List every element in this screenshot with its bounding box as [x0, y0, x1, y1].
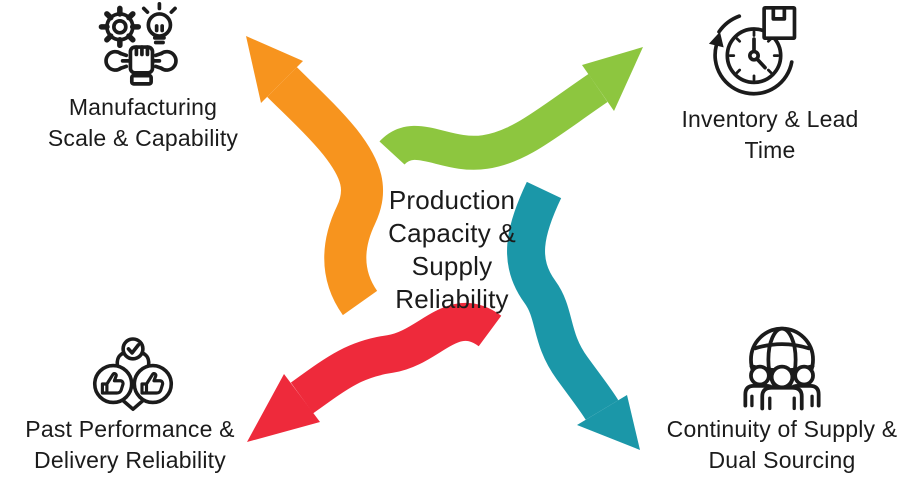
node-label-past-performance: Past Performance & Delivery Reliability [25, 414, 234, 476]
label-line: Scale & Capability [47, 125, 239, 151]
node-label-manufacturing: Manufacturing Scale & Capability [48, 92, 238, 154]
label-line: Inventory & Lead [681, 106, 859, 132]
globe-people-icon [735, 322, 829, 416]
arrow-continuity [507, 181, 640, 450]
arrow-manufacturing [246, 36, 383, 316]
label-line: Past Performance & [25, 416, 235, 442]
center-title-line: Supply [411, 251, 493, 281]
label-line: Time [744, 137, 796, 163]
label-line: Dual Sourcing [708, 447, 856, 473]
node-label-continuity: Continuity of Supply & Dual Sourcing [667, 414, 898, 476]
clock-package-icon [708, 6, 800, 98]
gear-lightbulb-wrench-icon [95, 2, 187, 94]
arrow-inventory [379, 47, 643, 170]
label-line: Continuity of Supply & [666, 416, 898, 442]
center-title: Production Capacity & Supply Reliability [388, 184, 516, 316]
center-title-line: Reliability [395, 284, 509, 314]
node-label-inventory: Inventory & Lead Time [681, 104, 858, 166]
center-title-line: Production [388, 185, 516, 215]
arrow-past-performance [247, 302, 502, 442]
label-line: Delivery Reliability [34, 447, 226, 473]
label-line: Manufacturing [68, 94, 218, 120]
center-title-line: Capacity & [388, 218, 516, 248]
thumbs-up-check-icon [88, 330, 178, 420]
